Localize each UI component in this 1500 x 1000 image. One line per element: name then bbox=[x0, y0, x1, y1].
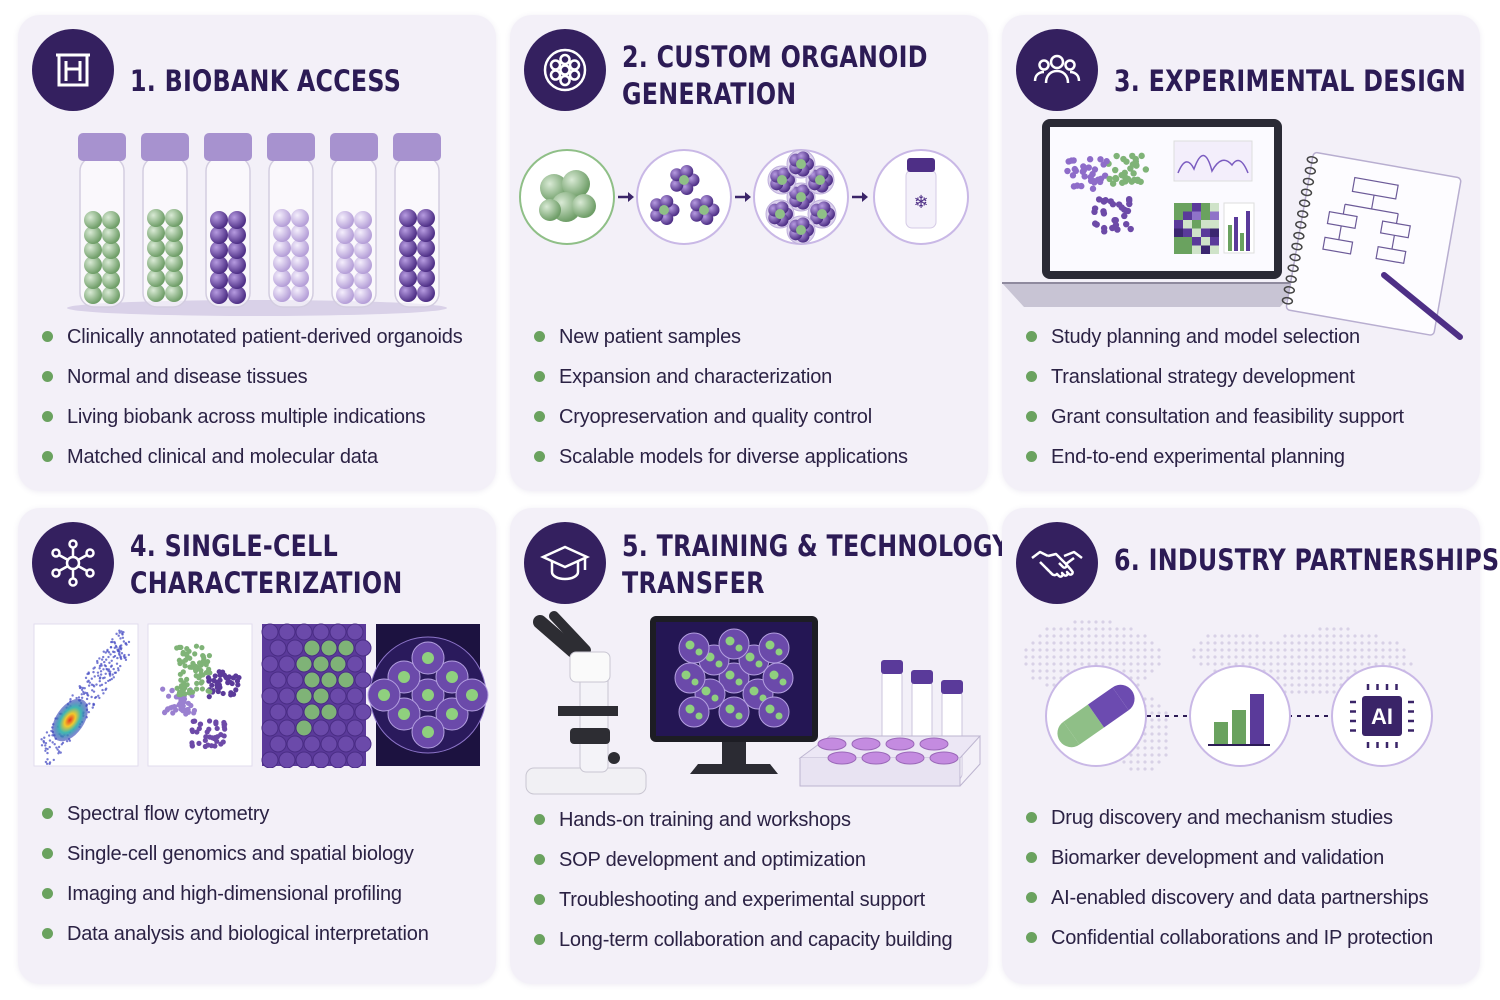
card-title: 1. BIOBANK ACCESS bbox=[130, 64, 402, 98]
list-item: SOP development and optimization bbox=[532, 840, 952, 880]
list-item: New patient samples bbox=[532, 317, 908, 357]
card-custom-organoid-generation: 2. CUSTOM ORGANOID GENERATION ❄ New pati… bbox=[510, 15, 988, 491]
single-cell-data-panels bbox=[33, 623, 489, 768]
laptop-notebook-illustration bbox=[1002, 119, 1463, 340]
list-item: Study planning and model selection bbox=[1024, 317, 1404, 357]
list-item: Grant consultation and feasibility suppo… bbox=[1024, 397, 1404, 437]
svg-text:❄: ❄ bbox=[913, 192, 928, 213]
list-item: Drug discovery and mechanism studies bbox=[1024, 798, 1433, 838]
test-tube-icon bbox=[32, 29, 114, 111]
card-training-technology-transfer: 5. TRAINING & TECHNOLOGY TRANSFER Hands-… bbox=[510, 508, 1010, 984]
network-icon bbox=[32, 522, 114, 604]
bullet-list: Spectral flow cytometry Single-cell geno… bbox=[40, 794, 429, 954]
list-item: End-to-end experimental planning bbox=[1024, 437, 1404, 477]
list-item: Confidential collaborations and IP prote… bbox=[1024, 918, 1433, 958]
list-item: Long-term collaboration and capacity bui… bbox=[532, 920, 953, 960]
list-item: Data analysis and biological interpretat… bbox=[40, 914, 429, 954]
card-title: 2. CUSTOM ORGANOID GENERATION bbox=[622, 40, 928, 111]
card-single-cell-characterization: 4. SINGLE-CELL CHARACTERIZATION Spectral… bbox=[18, 508, 496, 984]
card-title: 5. TRAINING & TECHNOLOGY TRANSFER bbox=[622, 529, 1010, 600]
list-item: Imaging and high-dimensional profiling bbox=[40, 874, 429, 914]
ai-chip-label: AI bbox=[1371, 704, 1393, 729]
bullet-list: Hands-on training and workshops SOP deve… bbox=[532, 800, 953, 960]
list-item: AI-enabled discovery and data partnershi… bbox=[1024, 878, 1433, 918]
card-biobank-access: 1. BIOBANK ACCESS Clinically annotated p… bbox=[18, 15, 496, 491]
sample-tubes-illustration bbox=[67, 133, 447, 316]
organoid-workflow-illustration: ❄ bbox=[519, 149, 969, 245]
list-item: Single-cell genomics and spatial biology bbox=[40, 834, 429, 874]
list-item: Living biobank across multiple indicatio… bbox=[40, 397, 463, 437]
bullet-list: Study planning and model selection Trans… bbox=[1024, 317, 1404, 477]
list-item: Normal and disease tissues bbox=[40, 357, 463, 397]
organoid-cells-icon bbox=[524, 29, 606, 111]
list-item: Matched clinical and molecular data bbox=[40, 437, 463, 477]
list-item: Clinically annotated patient-derived org… bbox=[40, 317, 463, 357]
bullet-list: Clinically annotated patient-derived org… bbox=[40, 317, 463, 477]
list-item: Scalable models for diverse applications bbox=[532, 437, 908, 477]
card-title: 6. INDUSTRY PARTNERSHIPS bbox=[1114, 543, 1500, 577]
list-item: Translational strategy development bbox=[1024, 357, 1404, 397]
graduation-cap-icon bbox=[524, 522, 606, 604]
card-title: 3. EXPERIMENTAL DESIGN bbox=[1114, 64, 1467, 98]
bullet-list: Drug discovery and mechanism studies Bio… bbox=[1024, 798, 1433, 958]
partnership-illustration: AI bbox=[1024, 620, 1433, 771]
list-item: Biomarker development and validation bbox=[1024, 838, 1433, 878]
card-industry-partnerships: 6. INDUSTRY PARTNERSHIPS AI Drug discove… bbox=[1002, 508, 1500, 984]
bullet-list: New patient samples Expansion and charac… bbox=[532, 317, 908, 477]
handshake-icon bbox=[1016, 522, 1098, 604]
card-title: 4. SINGLE-CELL CHARACTERIZATION bbox=[130, 529, 403, 600]
lab-equipment-illustration bbox=[525, 611, 982, 795]
list-item: Spectral flow cytometry bbox=[40, 794, 429, 834]
list-item: Cryopreservation and quality control bbox=[532, 397, 908, 437]
list-item: Hands-on training and workshops bbox=[532, 800, 952, 840]
team-icon bbox=[1016, 29, 1098, 111]
list-item: Troubleshooting and experimental support bbox=[532, 880, 952, 920]
list-item: Expansion and characterization bbox=[532, 357, 908, 397]
card-experimental-design: 3. EXPERIMENTAL DESIGN Study planning an… bbox=[1002, 15, 1480, 491]
